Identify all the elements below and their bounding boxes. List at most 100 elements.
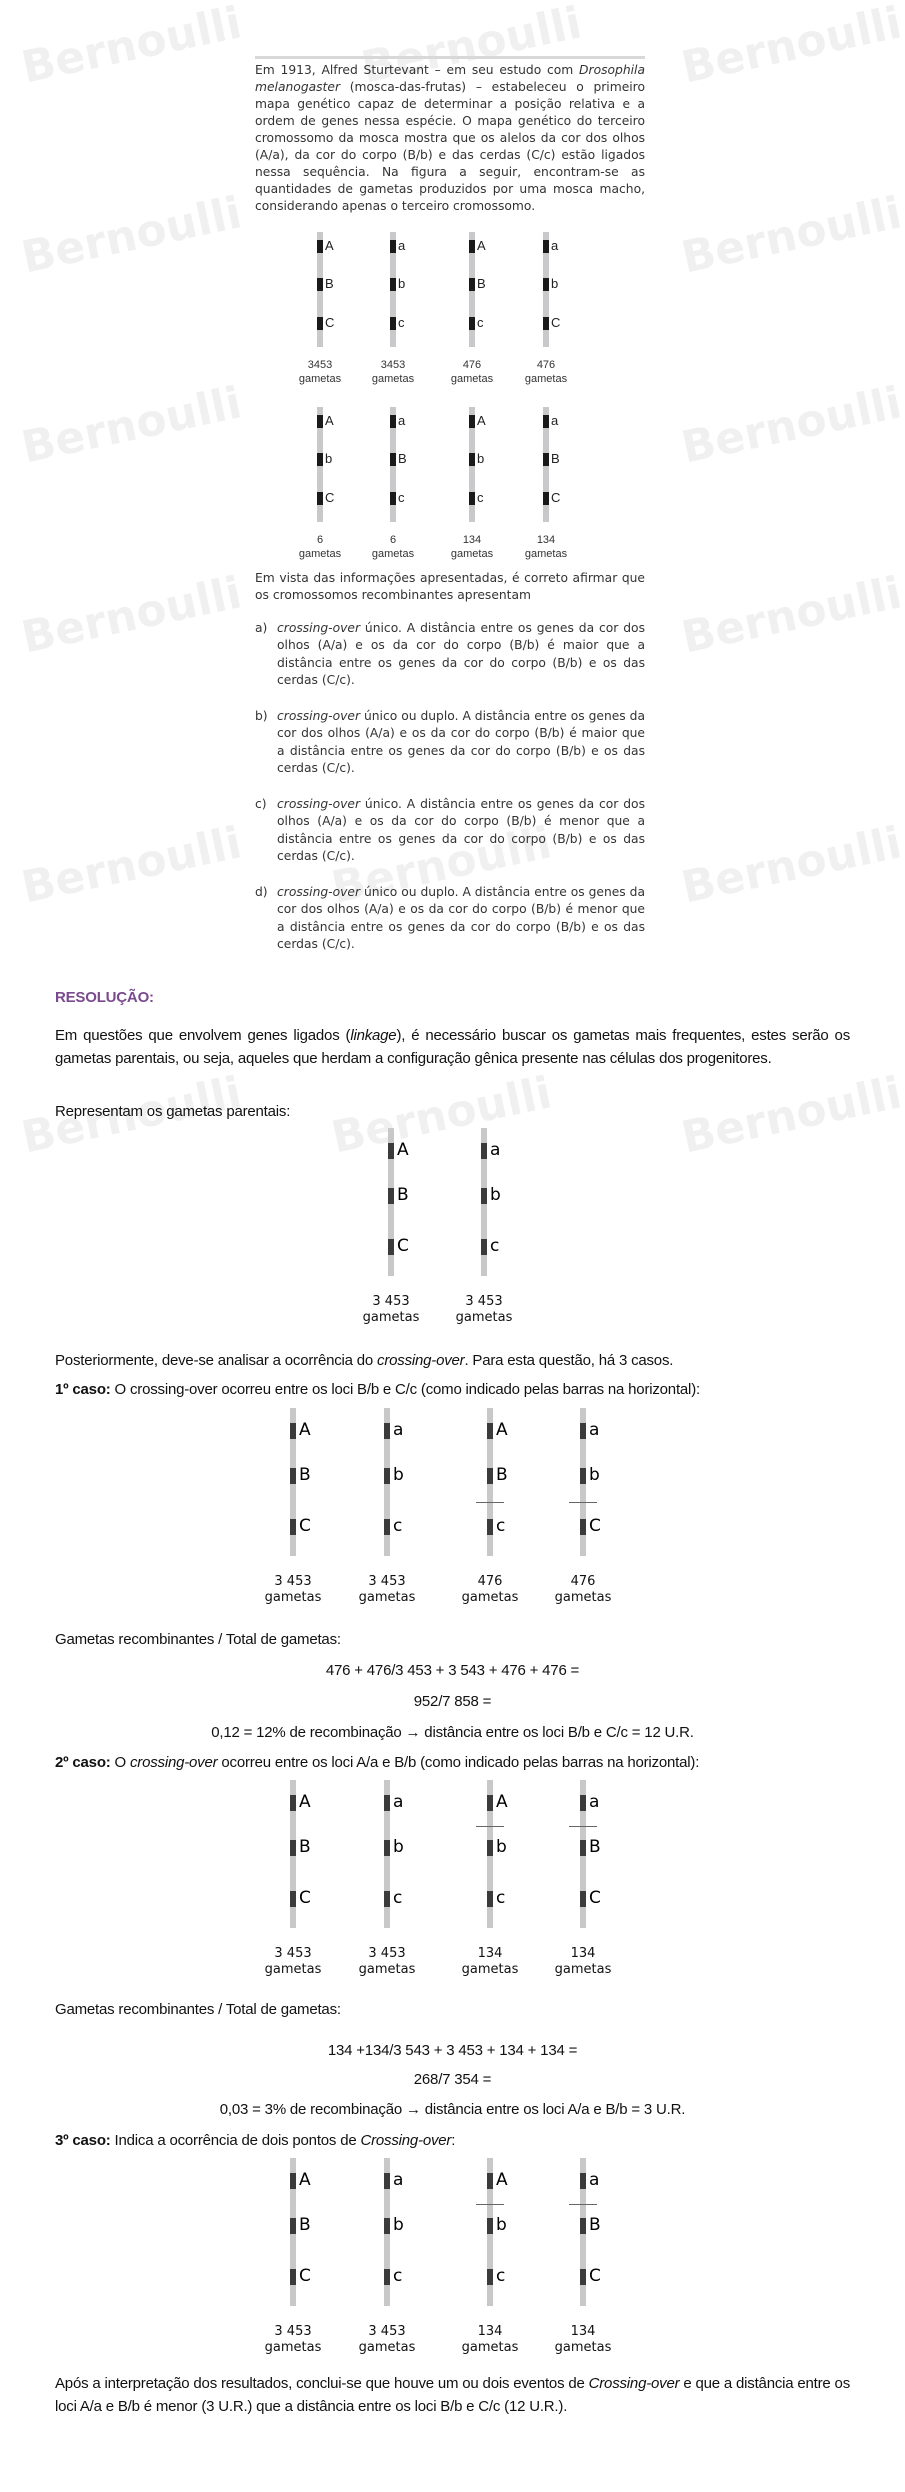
count-unit: gametas: [554, 1962, 612, 1978]
option-italic: crossing-over: [277, 621, 361, 635]
allele-label: A: [477, 238, 486, 254]
gene-locus-band: [487, 2218, 493, 2234]
gene-locus-band: [390, 453, 396, 466]
text: O crossing-over ocorreu entre os loci B/…: [110, 1381, 701, 1398]
allele-label: B: [299, 2214, 311, 2235]
count-value: 3 453: [465, 1294, 503, 1309]
crossover-mark: [569, 1825, 597, 1827]
count-unit: gametas: [554, 1590, 612, 1606]
count-unit: gametas: [264, 2340, 322, 2356]
gene-locus-band: [469, 317, 475, 330]
allele-label: c: [490, 1235, 500, 1256]
allele-label: C: [325, 315, 335, 331]
option-text: único. A distância entre os genes da cor…: [277, 621, 645, 687]
allele-label: C: [397, 1235, 409, 1256]
count-value: 3453: [307, 359, 333, 371]
gene-locus-band: [469, 492, 475, 505]
gene-locus-band: [580, 2173, 586, 2189]
allele-label: C: [589, 1515, 601, 1536]
count-value: 134: [570, 1946, 596, 1961]
count-value: 134: [570, 2324, 596, 2339]
count-unit: gametas: [524, 547, 568, 560]
count-value: 3 453: [274, 1574, 312, 1589]
text: Após a interpretação dos resultados, con…: [55, 2375, 589, 2392]
gene-locus-band: [469, 240, 475, 253]
crossover-mark: [476, 1825, 504, 1827]
gene-locus-band: [384, 2269, 390, 2285]
gene-locus-band: [317, 317, 323, 330]
count-value: 3 453: [372, 1294, 410, 1309]
allele-label: C: [299, 1515, 311, 1536]
allele-label: c: [393, 1515, 403, 1536]
allele-label: b: [496, 1836, 507, 1857]
allele-label: B: [325, 276, 334, 292]
intro-text: (mosca-das-frutas) – estabeleceu o prime…: [255, 80, 645, 213]
allele-label: b: [398, 276, 406, 292]
gene-locus-band: [580, 1519, 586, 1535]
allele-label: A: [325, 238, 334, 254]
allele-label: c: [398, 490, 405, 506]
text: . Para esta questão, há 3 casos.: [464, 1352, 674, 1369]
option-letter: a): [255, 621, 268, 635]
allele-label: C: [299, 2265, 311, 2286]
gene-locus-band: [469, 453, 475, 466]
case2-heading: 2º caso: O crossing-over ocorreu entre o…: [55, 1751, 850, 1774]
resolution-intro: Em questões que envolvem genes ligados (…: [55, 1024, 850, 1070]
watermark: Bernoulli: [677, 817, 905, 914]
allele-label: A: [496, 1419, 508, 1440]
count-unit: gametas: [358, 1590, 416, 1606]
gene-locus-band: [487, 2173, 493, 2189]
watermark: Bernoulli: [17, 187, 247, 284]
gene-locus-band: [580, 2269, 586, 2285]
gene-locus-band: [580, 1468, 586, 1484]
gene-locus-band: [290, 1468, 296, 1484]
gene-locus-band: [384, 1519, 390, 1535]
question-top-rule: [255, 56, 645, 59]
allele-label: a: [589, 1419, 600, 1440]
gene-locus-band: [384, 1423, 390, 1439]
gene-locus-band: [290, 1840, 296, 1856]
text-italic: Crossing-over: [588, 2375, 680, 2392]
text-italic: crossing-over: [129, 1754, 218, 1771]
allele-label: a: [393, 2169, 404, 2190]
allele-label: c: [496, 1515, 506, 1536]
text-italic: linkage: [350, 1027, 397, 1044]
text: :: [451, 2132, 456, 2149]
gene-locus-band: [487, 1795, 493, 1811]
allele-label: B: [589, 2214, 601, 2235]
allele-label: A: [477, 413, 486, 429]
allele-label: b: [393, 2214, 404, 2235]
allele-label: A: [496, 2169, 508, 2190]
resolution-title: RESOLUÇÃO:: [55, 989, 154, 1006]
allele-label: C: [551, 315, 561, 331]
allele-label: b: [393, 1836, 404, 1857]
option-letter: b): [255, 709, 268, 723]
watermark: Bernoulli: [677, 377, 905, 474]
gene-locus-band: [487, 1423, 493, 1439]
text-italic: crossing-over: [377, 1352, 465, 1369]
gene-locus-band: [290, 1891, 296, 1907]
count-unit: gametas: [524, 372, 568, 385]
allele-label: c: [496, 2265, 506, 2286]
case2-formula-2: 268/7 354 =: [413, 2071, 492, 2088]
count-value: 3 453: [274, 1946, 312, 1961]
gene-locus-band: [390, 278, 396, 291]
gene-locus-band: [388, 1188, 394, 1204]
case1-heading: 1º caso: O crossing-over ocorreu entre o…: [55, 1378, 850, 1401]
allele-label: C: [589, 1887, 601, 1908]
count-unit: gametas: [461, 2340, 519, 2356]
gene-locus-band: [543, 453, 549, 466]
allele-label: b: [393, 1464, 404, 1485]
count-value: 476: [536, 359, 556, 371]
count-unit: gametas: [450, 547, 494, 560]
allele-label: c: [477, 315, 484, 331]
allele-label: c: [477, 490, 484, 506]
